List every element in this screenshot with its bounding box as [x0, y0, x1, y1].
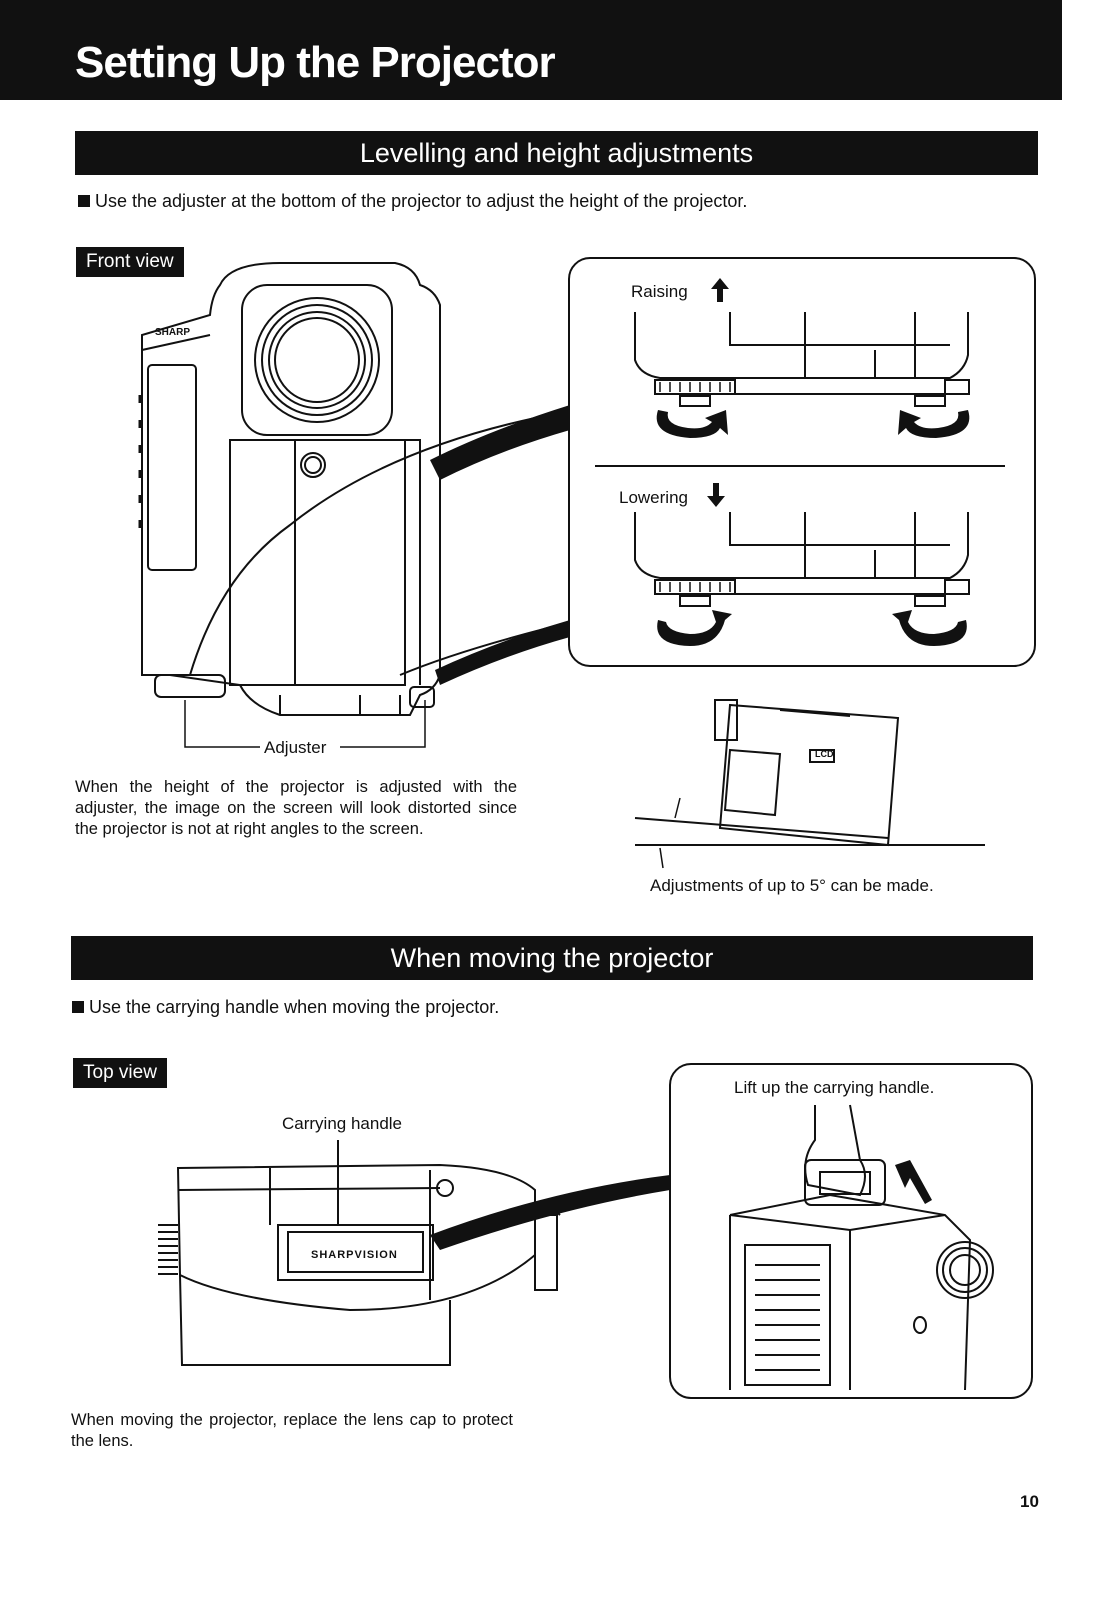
bullet-square-icon: [78, 195, 90, 207]
lcd-marking: LCD: [815, 749, 834, 759]
arrow-up-icon: [711, 278, 729, 302]
sharp-brand-text: SHARP: [155, 327, 190, 338]
lift-handle-illustration: [729, 1104, 994, 1390]
carrying-handle-label: Carrying handle: [282, 1114, 403, 1133]
raising-illustration: [634, 312, 970, 438]
moving-bullet: Use the carrying handle when moving the …: [72, 997, 499, 1018]
title-bar: [0, 0, 1062, 100]
callout-divider: [595, 465, 1005, 467]
raising-label: Raising: [631, 282, 688, 301]
arrow-down-icon: [707, 483, 725, 507]
page-title: Setting Up the Projector: [75, 38, 556, 87]
tilt-angle-illustration: [634, 699, 985, 869]
bullet-square-icon: [72, 1001, 84, 1013]
adjuster-label: Adjuster: [264, 738, 327, 757]
lift-label: Lift up the carrying handle.: [734, 1078, 935, 1097]
section-heading-moving: When moving the projector: [71, 936, 1033, 980]
top-view-illustration: [158, 1140, 670, 1366]
moving-bullet-text: Use the carrying handle when moving the …: [89, 997, 500, 1017]
adjuster-callout: [568, 257, 1036, 667]
levelling-bullet-text: Use the adjuster at the bottom of the pr…: [95, 191, 748, 211]
angle-note: Adjustments of up to 5° can be made.: [650, 876, 934, 895]
distortion-note: When the height of the projector is adju…: [75, 778, 517, 838]
top-view-tag: Top view: [73, 1058, 167, 1088]
sharpvision-logo: SHARPVISION: [311, 1249, 398, 1261]
lowering-illustration: [634, 512, 970, 646]
lowering-label: Lowering: [619, 488, 688, 507]
front-view-tag: Front view: [76, 247, 184, 277]
front-view-illustration: SHARP: [138, 262, 570, 748]
section-heading-levelling: Levelling and height adjustments: [75, 131, 1038, 175]
lens-cap-note: When moving the projector, replace the l…: [71, 1411, 513, 1450]
page-number: 10: [1020, 1492, 1039, 1511]
levelling-bullet: Use the adjuster at the bottom of the pr…: [78, 191, 747, 212]
